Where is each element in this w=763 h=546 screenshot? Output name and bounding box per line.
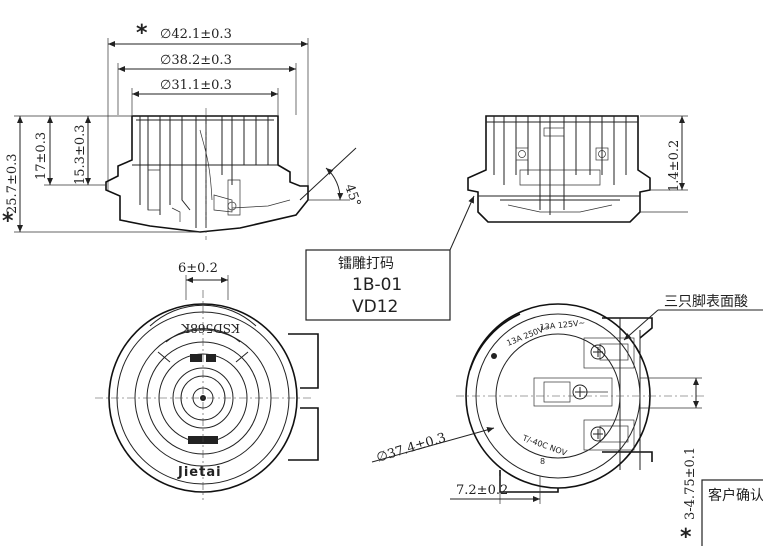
dim-31-1-label: ∅31.1±0.3 xyxy=(160,78,232,93)
dim-line-37-4 xyxy=(371,426,495,463)
dim-7-2-label: 7.2±0.2 xyxy=(456,483,508,498)
dim-6-label: 6±0.2 xyxy=(178,261,218,276)
marking-line1: 1B-01 xyxy=(352,275,402,295)
dim-25-7-label: 25.7±0.3 xyxy=(5,153,20,214)
side-section-view: * ∅42.1±0.3 ∅38.2±0.3 ∅31.1±0.3 xyxy=(2,21,363,240)
dim-17-label: 17±0.3 xyxy=(34,132,49,180)
pins-surface-note: 三只脚表面酸 xyxy=(664,294,748,310)
side-body-outline xyxy=(105,115,309,233)
laser-marking-box: 镭雕打码 1B-01 VD12 xyxy=(305,195,475,321)
top-view: 13A 250V~ 13A 125V~ T/-40C NOV 8 ∅37.4±0… xyxy=(371,294,763,546)
dim-38-2-label: ∅38.2±0.3 xyxy=(160,53,232,68)
rating-125v: 13A 125V~ xyxy=(539,318,585,332)
critical-mark-top: * xyxy=(136,21,148,46)
bottom-view: 6±0.2 KSD568K Jietai xyxy=(95,261,319,500)
front-section-view: 1.4±0.2 xyxy=(467,115,688,223)
dim-15-3-label: 15.3±0.3 xyxy=(73,124,88,185)
terminal-blocks xyxy=(533,337,635,451)
customer-confirm-label: 客户确认 xyxy=(708,487,763,504)
dim-1-4-label: 1.4±0.2 xyxy=(667,140,682,192)
temp-rating: T/-40C NOV xyxy=(520,433,568,458)
terminal-screws xyxy=(572,344,606,442)
angle-arc xyxy=(325,167,344,201)
mark-8: 8 xyxy=(540,457,545,466)
angle-45-label: 45° xyxy=(341,182,363,209)
brand-text: Jietai xyxy=(177,465,222,480)
dim-4-75-label: 3-4.75±0.1 xyxy=(683,447,698,520)
dim-37-4-label: ∅37.4±0.3 xyxy=(375,430,448,465)
dim-42-1-label: ∅42.1±0.3 xyxy=(160,27,232,42)
marking-line2: VD12 xyxy=(352,297,398,317)
critical-mark-bottom: * xyxy=(680,525,692,546)
model-text: KSD568K xyxy=(180,321,240,335)
critical-mark-left: * xyxy=(2,209,14,234)
front-body-outline xyxy=(467,115,651,223)
marking-title: 镭雕打码 xyxy=(338,255,394,272)
